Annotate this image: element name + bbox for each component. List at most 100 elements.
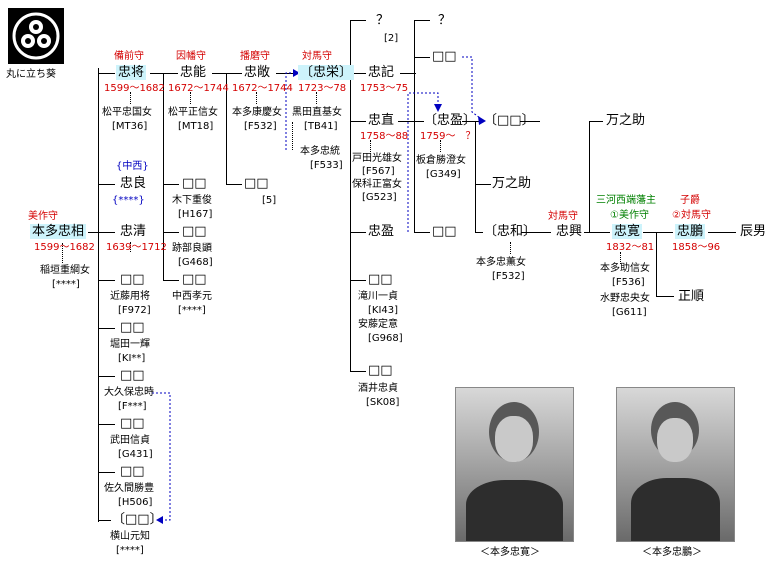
tadayoshi2-title: 因幡守 xyxy=(176,51,206,62)
g1-code: [KI43] xyxy=(368,305,399,316)
tadasuke-wife-code: [****] xyxy=(52,279,80,290)
e2-spouse: 跡部良顕 xyxy=(172,243,212,254)
tadataka-years: 1672～1744 xyxy=(232,83,293,94)
crest-caption: 丸に立ち葵 xyxy=(6,69,56,80)
d4-name[interactable]: □□ xyxy=(120,416,145,431)
tadahiro-wife2: 水野忠央女 xyxy=(600,293,650,304)
tadasuke-name[interactable]: 本多忠相 xyxy=(30,224,87,239)
tadamasa-name[interactable]: 忠将 xyxy=(116,65,147,80)
d5-name[interactable]: □□ xyxy=(120,464,145,479)
f1-code: [5] xyxy=(262,195,277,206)
tadayoshi2-years: 1672～1744 xyxy=(168,83,229,94)
tadamitsu2-wife-code: [G349] xyxy=(426,169,461,180)
tadakiyo-name[interactable]: 忠清 xyxy=(120,224,147,239)
f1-name[interactable]: □□ xyxy=(244,176,269,191)
e3-spouse: 中西孝元 xyxy=(172,291,212,302)
q1-code: [2] xyxy=(384,33,399,44)
tadanori-name[interactable]: 忠記 xyxy=(368,65,395,80)
d2-name[interactable]: □□ xyxy=(120,320,145,335)
q2-name[interactable]: ？ xyxy=(438,13,452,28)
tadahiro-wife-code: [F536] xyxy=(612,277,645,288)
tadataka2-wife: 黒田直基女 xyxy=(292,107,342,118)
h2-name[interactable]: □□ xyxy=(432,224,457,239)
masanori-name[interactable]: 正順 xyxy=(678,289,705,304)
tadamasa-title: 備前守 xyxy=(114,51,144,62)
tadayoshi2-name[interactable]: 忠能 xyxy=(180,65,207,80)
portrait-tadataka-caption: ＜本多忠鵬＞ xyxy=(642,547,702,558)
tadataka3-years: 1858～96 xyxy=(672,242,721,253)
tadataka-name[interactable]: 忠敞 xyxy=(244,65,271,80)
aoi-crest-icon xyxy=(8,8,64,64)
d2-spouse: 堀田一輝 xyxy=(110,339,150,350)
d3-code: [F***] xyxy=(118,401,147,412)
e2-name[interactable]: □□ xyxy=(182,224,207,239)
tadanao-wife: 戸田光雄女 xyxy=(352,153,402,164)
tadataka3-name[interactable]: 忠鵬 xyxy=(675,224,706,239)
e1-spouse: 木下重俊 xyxy=(172,195,212,206)
tatsuo-name[interactable]: 辰男 xyxy=(740,224,767,239)
e1-name[interactable]: □□ xyxy=(182,176,207,191)
portrait-tadahiro-caption: ＜本多忠寛＞ xyxy=(480,547,540,558)
tadasuke-wife: 稲垣重綱女 xyxy=(40,265,90,276)
tadahiro-title2: ①美作守 xyxy=(610,210,649,221)
tadataka-title: 播磨守 xyxy=(240,51,270,62)
g1-name[interactable]: □□ xyxy=(368,272,393,287)
d6-spouse: 横山元知 xyxy=(110,531,150,542)
tadanao-wife2-code: [G523] xyxy=(362,192,397,203)
tadanao-years: 1758～88 xyxy=(360,131,409,142)
tadahiro-wife2-code: [G611] xyxy=(612,307,647,318)
tadayoshi-note: {中西} xyxy=(116,161,149,172)
tadakiyo-years: 1639～1712 xyxy=(106,242,167,253)
d1-spouse: 近藤用将 xyxy=(110,291,150,302)
tadahiro-wife: 本多助信女 xyxy=(600,263,650,274)
g2-code: [G968] xyxy=(368,333,403,344)
i1-name[interactable]: 〔□□〕 xyxy=(484,113,535,128)
tadaoki-name[interactable]: 忠興 xyxy=(556,224,583,239)
g1-spouse: 滝川一貞 xyxy=(358,291,398,302)
tadataka2-name[interactable]: 〔忠栄〕 xyxy=(298,65,355,80)
tadataka2-wife-code: [TB41] xyxy=(304,121,338,132)
tadahiro-name[interactable]: 忠寛 xyxy=(612,224,643,239)
d4-spouse: 武田信貞 xyxy=(110,435,150,446)
d3-spouse: 大久保忠時 xyxy=(104,387,154,398)
g3-code: [SK08] xyxy=(366,397,400,408)
tadataka3-title: 子爵 xyxy=(680,195,700,206)
d1-code: [F972] xyxy=(118,305,151,316)
tadakazu-wife-code: [F532] xyxy=(492,271,525,282)
d1-name[interactable]: □□ xyxy=(120,272,145,287)
q1-name[interactable]: ？ xyxy=(376,13,390,28)
h1-name[interactable]: □□ xyxy=(432,49,457,64)
tadahiro-title: 三河西端藩主 xyxy=(596,195,656,206)
tadakazu-wife: 本多忠薫女 xyxy=(476,257,526,268)
portrait-tadataka xyxy=(616,387,735,542)
tadayoshi-name[interactable]: 忠良 xyxy=(120,176,147,191)
e3-code: [****] xyxy=(178,305,206,316)
d5-code: [H506] xyxy=(118,497,153,508)
tadamitsu2-wife: 板倉勝澄女 xyxy=(416,155,466,166)
g3-name[interactable]: □□ xyxy=(368,363,393,378)
g2-spouse: 安藤定意 xyxy=(358,319,398,330)
tadahiro-years: 1832～81 xyxy=(606,242,655,253)
tadataka3-title2: ②対馬守 xyxy=(672,210,711,221)
tadakazu-name[interactable]: 〔忠和〕 xyxy=(484,224,537,239)
mannosuke2-name[interactable]: 万之助 xyxy=(492,176,532,191)
tadataka2-wife2-code: [F533] xyxy=(310,160,343,171)
tadamasa-wife-code: [MT36] xyxy=(112,121,148,132)
tadanori-years: 1753～75 xyxy=(360,83,409,94)
d6-name[interactable]: 〔□□〕 xyxy=(112,512,163,527)
tadayoshi2-wife-code: [MT18] xyxy=(178,121,214,132)
tadamitsu2-name[interactable]: 〔忠盈〕 xyxy=(424,113,477,128)
mannosuke1-name[interactable]: 万之助 xyxy=(606,113,646,128)
tadataka2-wife2: 本多忠統 xyxy=(300,146,340,157)
tadayoshi2-wife: 松平正信女 xyxy=(168,107,218,118)
d3-name[interactable]: □□ xyxy=(120,368,145,383)
d5-spouse: 佐久間勝豊 xyxy=(104,483,154,494)
tadamitsu-name[interactable]: 忠盈 xyxy=(368,224,395,239)
tadanao-wife2: 保科正富女 xyxy=(352,179,402,190)
d2-code: [KI**] xyxy=(118,353,146,364)
tadasuke-title: 美作守 xyxy=(28,211,58,222)
tadataka-wife-code: [F532] xyxy=(244,121,277,132)
tadanao-name[interactable]: 忠直 xyxy=(368,113,395,128)
e3-name[interactable]: □□ xyxy=(182,272,207,287)
tadataka2-years: 1723～78 xyxy=(298,83,347,94)
